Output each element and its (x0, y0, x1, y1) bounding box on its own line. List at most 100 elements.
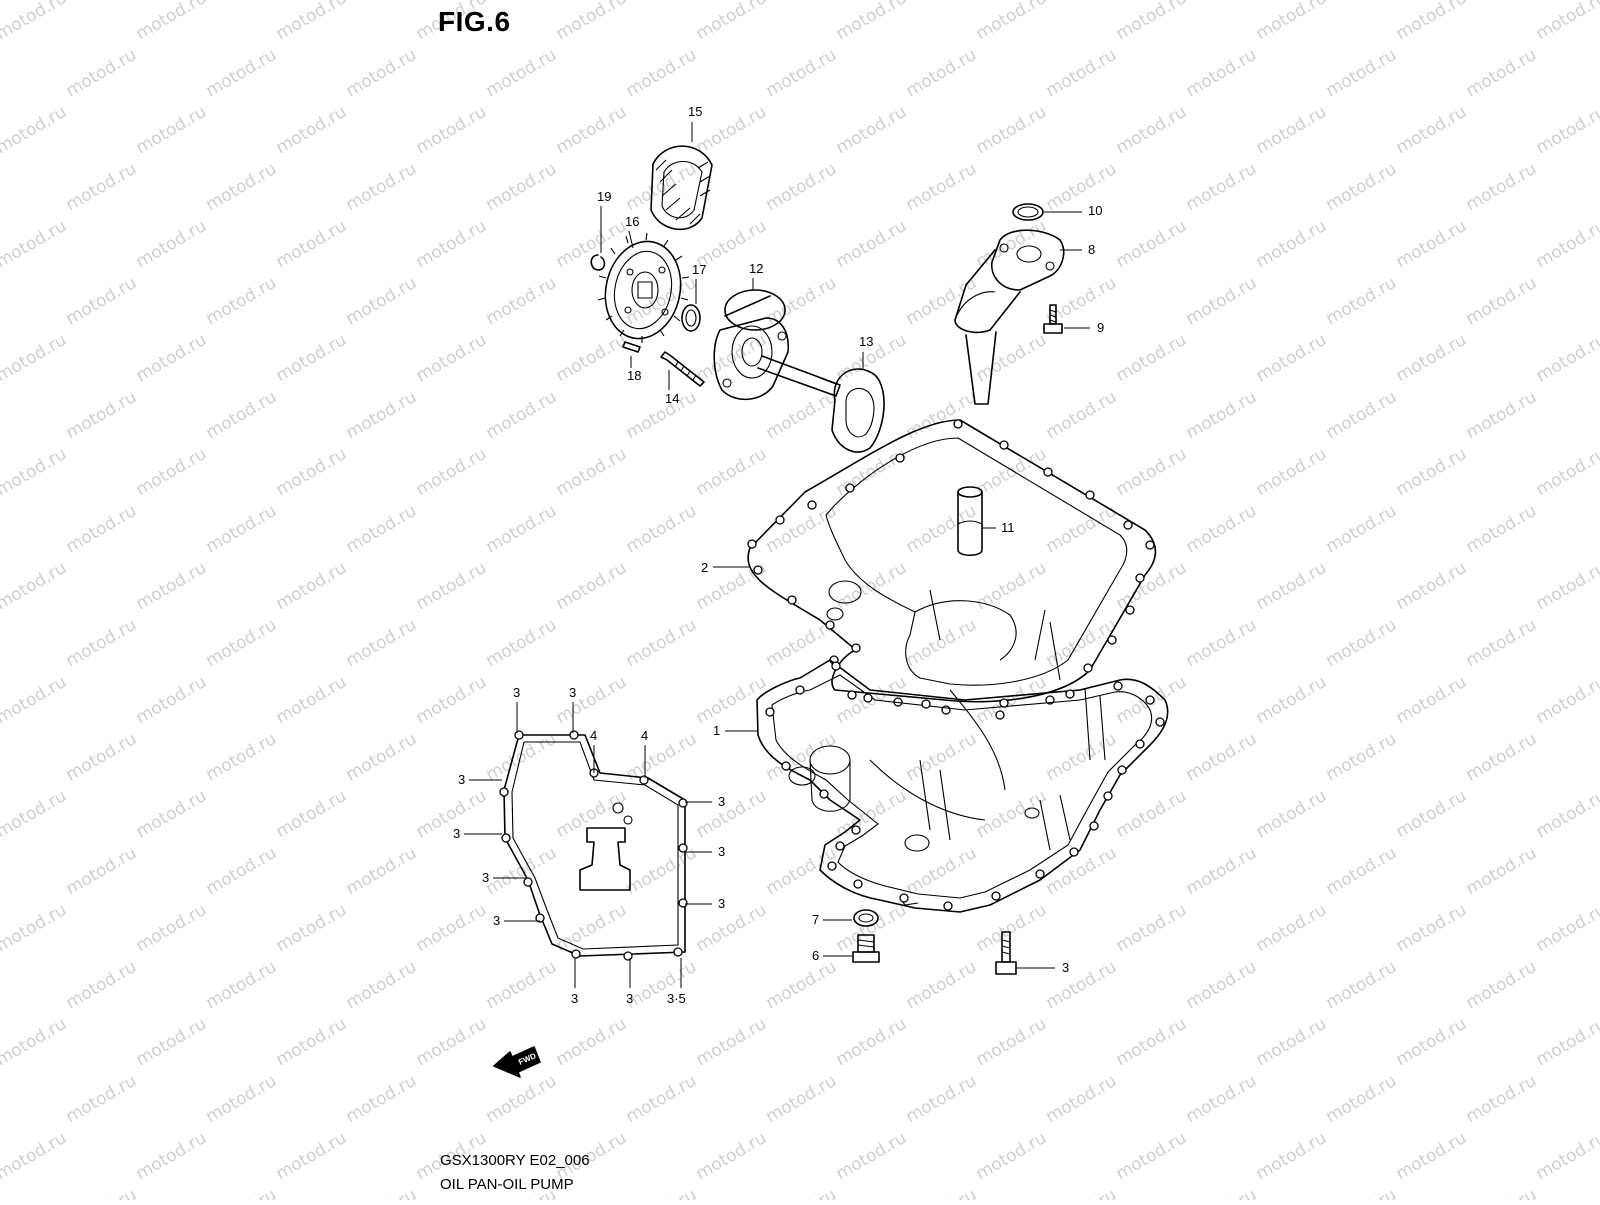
watermark-text: motod.ru (973, 1128, 1051, 1184)
watermark-text: motod.ru (1043, 45, 1121, 101)
watermark-text: motod.ru (1183, 729, 1261, 785)
part-callout[interactable]: 16 (625, 214, 639, 229)
watermark-text: motod.ru (903, 615, 981, 671)
watermark-text: motod.ru (763, 159, 841, 215)
watermark-text: motod.ru (833, 216, 911, 272)
watermark-text: motod.ru (413, 444, 491, 500)
watermark-text: motod.ru (63, 615, 141, 671)
watermark-text: motod.ru (63, 843, 141, 899)
mounting-hole (572, 950, 580, 958)
watermark-text: motod.ru (973, 0, 1051, 44)
part-callout[interactable]: 2 (701, 560, 708, 575)
watermark-text: motod.ru (343, 729, 421, 785)
watermark-text: motod.ru (1113, 216, 1191, 272)
part-callout[interactable]: 3 (571, 991, 578, 1006)
watermark-text: motod.ru (343, 273, 421, 329)
o-ring-10[interactable] (1013, 204, 1043, 220)
part-callout[interactable]: 12 (749, 261, 763, 276)
watermark-text: motod.ru (973, 330, 1051, 386)
watermark-text: motod.ru (63, 1185, 141, 1200)
watermark-text: motod.ru (1463, 501, 1541, 557)
watermark-text: motod.ru (343, 615, 421, 671)
part-callout[interactable]: 3 (1062, 960, 1069, 975)
part-callout[interactable]: 19 (597, 189, 611, 204)
watermark-text: motod.ru (1043, 957, 1121, 1013)
mounting-hole (788, 596, 796, 604)
part-callout[interactable]: 11 (1001, 520, 1015, 535)
part-callout[interactable]: 3 (453, 826, 460, 841)
mounting-hole (848, 691, 856, 699)
watermark-text: motod.ru (693, 1014, 771, 1070)
watermark-text: motod.ru (0, 216, 70, 272)
mounting-hole (776, 516, 784, 524)
part-callout[interactable]: 9 (1097, 320, 1104, 335)
circlip-19[interactable] (591, 255, 604, 270)
part-callout[interactable]: 3·5 (667, 991, 686, 1006)
mounting-hole (996, 711, 1004, 719)
part-callout[interactable]: 10 (1088, 203, 1102, 218)
watermark-text: motod.ru (1043, 501, 1121, 557)
watermark-text: motod.ru (623, 501, 701, 557)
part-callout[interactable]: 17 (692, 262, 706, 277)
part-callout[interactable]: 3 (718, 794, 725, 809)
watermark-text: motod.ru (273, 0, 351, 44)
oil-pan-gasket-2[interactable] (748, 420, 1156, 719)
part-callout[interactable]: 8 (1088, 242, 1095, 257)
part-callout[interactable]: 1 (713, 723, 720, 738)
watermark-text: motod.ru (1463, 1185, 1541, 1200)
part-callout[interactable]: 3 (458, 772, 465, 787)
mounting-hole (1146, 541, 1154, 549)
watermark-text: motod.ru (553, 558, 631, 614)
watermark-text: motod.ru (1533, 672, 1600, 728)
watermark-text: motod.ru (1113, 102, 1191, 158)
watermark-text: motod.ru (1393, 216, 1471, 272)
part-callout[interactable]: 4 (641, 728, 648, 743)
part-callout[interactable]: 3 (513, 685, 520, 700)
mounting-hole (836, 842, 844, 850)
watermark-text: motod.ru (1463, 615, 1541, 671)
watermark-text: motod.ru (833, 0, 911, 44)
watermark-text: motod.ru (203, 1071, 281, 1127)
watermark-text: motod.ru (273, 786, 351, 842)
watermark-text: motod.ru (553, 330, 631, 386)
part-callout[interactable]: 3 (626, 991, 633, 1006)
watermark-text: motod.ru (413, 216, 491, 272)
watermark-text: motod.ru (413, 900, 491, 956)
part-callout[interactable]: 3 (569, 685, 576, 700)
part-callout[interactable]: 3 (493, 913, 500, 928)
watermark-text: motod.ru (1183, 615, 1261, 671)
washer-17[interactable] (682, 305, 700, 331)
part-callout[interactable]: 15 (688, 104, 702, 119)
part-callout[interactable]: 4 (590, 728, 597, 743)
part-callout[interactable]: 3 (482, 870, 489, 885)
part-callout[interactable]: 3 (718, 844, 725, 859)
mounting-hole (1086, 491, 1094, 499)
watermark-text: motod.ru (273, 1128, 351, 1184)
watermark-text: motod.ru (203, 1185, 281, 1200)
watermark-text: motod.ru (343, 957, 421, 1013)
part-callout[interactable]: 7 (812, 912, 819, 927)
watermark-text: motod.ru (413, 558, 491, 614)
part-callout[interactable]: 14 (665, 391, 679, 406)
watermark-text: motod.ru (0, 1014, 70, 1070)
watermark-text: motod.ru (63, 387, 141, 443)
watermark-text: motod.ru (1113, 444, 1191, 500)
mounting-hole (640, 776, 648, 784)
watermark-text: motod.ru (1253, 102, 1331, 158)
part-callout[interactable]: 13 (859, 334, 873, 349)
part-callout[interactable]: 18 (627, 368, 641, 383)
part-callout[interactable]: 3 (718, 896, 725, 911)
watermark-text: motod.ru (273, 672, 351, 728)
watermark-text: motod.ru (1183, 843, 1261, 899)
watermark-text: motod.ru (203, 957, 281, 1013)
watermark-text: motod.ru (1393, 444, 1471, 500)
watermark-text: motod.ru (413, 672, 491, 728)
watermark-text: motod.ru (623, 387, 701, 443)
mounting-hole (1084, 664, 1092, 672)
watermark-text: motod.ru (1323, 273, 1401, 329)
mounting-hole (854, 880, 862, 888)
mounting-hole (1114, 682, 1122, 690)
watermark-text: motod.ru (693, 786, 771, 842)
watermark-text: motod.ru (833, 444, 911, 500)
part-callout[interactable]: 6 (812, 948, 819, 963)
